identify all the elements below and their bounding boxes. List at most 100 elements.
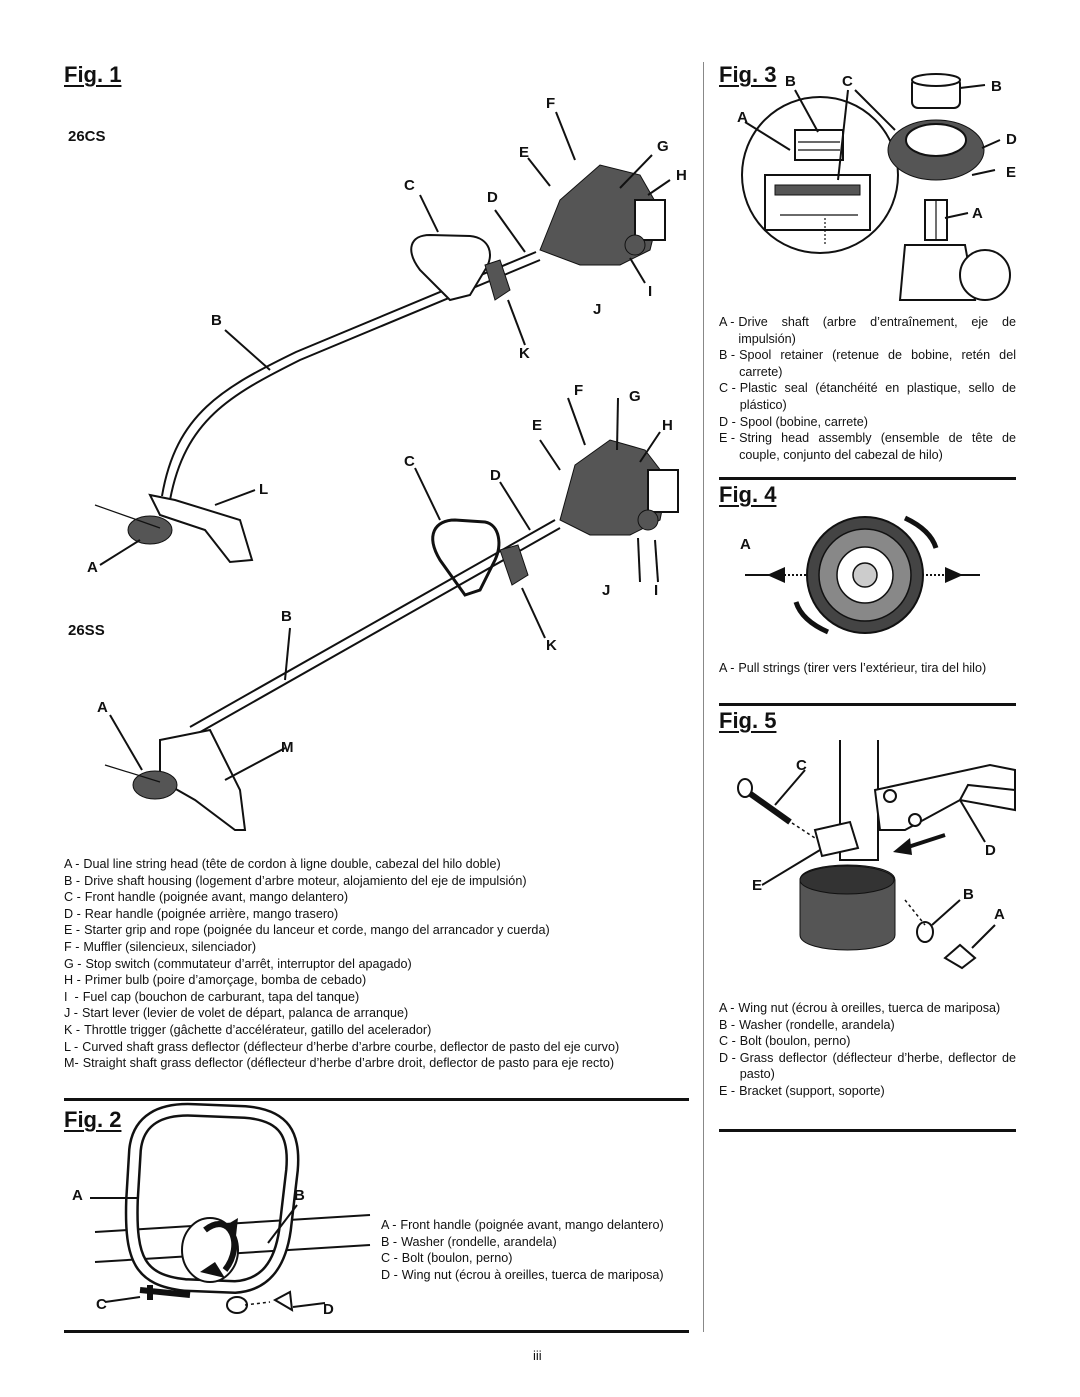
fig3-legend-key: C - [719, 381, 736, 396]
fig1-callout-top-e: E [519, 144, 530, 161]
fig1-callout-bottom-g: G [629, 388, 641, 405]
fig3-legend-row: B -Spool retainer (retenue de bobine, re… [719, 347, 1016, 380]
fig3-callout-a-right: A [972, 205, 983, 222]
fig5-washer [916, 921, 934, 943]
fig1-callout-bottom-e: E [532, 417, 543, 434]
fig5-legend-key: E - [719, 1083, 736, 1098]
fig5-legend-text: Washer (rondelle, arandela) [739, 1017, 895, 1032]
fig5-legend-row: D -Grass deflector (déflecteur d’herbe, … [719, 1050, 1016, 1083]
fig2-legend-text: Washer (rondelle, arandela) [401, 1234, 557, 1249]
fig1-legend-row: F -Muffler (silencieux, silenciador) [64, 939, 694, 956]
fig1-callout-top-f: F [546, 95, 556, 112]
fig1-legend-text: Straight shaft grass deflector (déflecte… [82, 1056, 615, 1071]
fig5-legend-text: Wing nut (écrou à oreilles, tuerca de ma… [738, 1001, 1001, 1015]
fig5-title: Fig. 5 [719, 708, 777, 733]
fig1-legend-text: Start lever (levier de volet de départ, … [82, 1006, 409, 1021]
fig3-legend-text: Spool retainer (retenue de bobine, retén… [739, 348, 1016, 379]
fig3-legend-text: Spool (bobine, carrete) [739, 414, 868, 429]
fig5-callout-a: A [994, 906, 1005, 923]
fig4-legend: A -Pull strings (tirer vers l’extérieur,… [719, 660, 1016, 677]
fig4-legend-row: A -Pull strings (tirer vers l’extérieur,… [719, 660, 1016, 677]
fig2-legend-key: C - [381, 1251, 398, 1266]
fig1-callout-top-i: I [648, 283, 653, 300]
fig1-callout-bottom-k: K [546, 637, 557, 654]
fig5-legend-key: B - [719, 1017, 736, 1032]
fig2-legend-text: Bolt (boulon, perno) [401, 1251, 513, 1266]
fig3-legend-row: D -Spool (bobine, carrete) [719, 414, 1016, 431]
fig2-legend-text: Front handle (poignée avant, mango delan… [400, 1218, 664, 1232]
fig3-callout-b-left: B [785, 73, 796, 90]
fig2-rotation-arrow [203, 1221, 238, 1272]
column-divider [703, 62, 704, 1332]
fig2-legend-text: Wing nut (écrou à oreilles, tuerca de ma… [401, 1267, 664, 1282]
fig1-callout-top-h: H [676, 167, 687, 184]
fig1-legend-row: D -Rear handle (poignée arrière, mango t… [64, 906, 694, 923]
fig3-legend-text: Plastic seal (étanchéité en plastique, s… [739, 381, 1016, 412]
fig3-legend-row: A -Drive shaft (arbre d’entraînement, ej… [719, 314, 1016, 347]
fig4-rotate-arrow-top [903, 515, 939, 549]
fig1-legend-key: L - [64, 1039, 79, 1054]
fig5-grass-deflector [873, 763, 1016, 831]
fig5-legend-row: C -Bolt (boulon, perno) [719, 1033, 1016, 1050]
fig5-legend-key: C - [719, 1034, 736, 1049]
fig1-legend-text: Throttle trigger (gâchette d’accélérateu… [84, 1022, 432, 1037]
fig1-callout-bottom-f: F [574, 382, 584, 399]
fig2-callout-c: C [96, 1296, 107, 1313]
fig2-divider [64, 1330, 689, 1333]
fig5-legend-row: E -Bracket (support, soporte) [719, 1083, 1016, 1100]
fig2-bolt [139, 1285, 191, 1300]
fig2-title: Fig. 2 [64, 1107, 122, 1132]
fig1-model-bottom: 26SS [68, 622, 105, 639]
fig2-legend-row: A -Front handle (poignée avant, mango de… [381, 1217, 688, 1234]
fig5-callout-c: C [796, 757, 807, 774]
front-handle-bottom [431, 518, 501, 597]
fig1-callout-top-j: J [593, 301, 602, 318]
fig1-legend-row: K -Throttle trigger (gâchette d’accéléra… [64, 1022, 694, 1039]
fig1-callout-top-l: L [259, 481, 269, 498]
fig1-legend-text: Rear handle (poignée arrière, mango tras… [84, 906, 339, 921]
fig1-callout-bottom-m: M [281, 739, 294, 756]
fig1-legend-text: Dual line string head (tête de cordon à … [83, 857, 501, 871]
fig5-direction-arrow [904, 833, 946, 850]
fig1-callout-bottom-d: D [490, 467, 501, 484]
fig5-bracket [813, 820, 860, 858]
fig3-divider [719, 477, 1016, 480]
fig4-legend-key: A - [719, 661, 735, 675]
fig4-callout-a: A [740, 536, 751, 553]
fig3-legend: A -Drive shaft (arbre d’entraînement, ej… [719, 314, 1016, 463]
fig5-callout-e: E [752, 877, 763, 894]
fig1-legend-row: L -Curved shaft grass deflector (déflect… [64, 1039, 694, 1056]
fig1-legend-row: J -Start lever (levier de volet de dépar… [64, 1005, 694, 1022]
fig3-title: Fig. 3 [719, 62, 777, 87]
fig1-callout-bottom-b: B [281, 608, 292, 625]
fig1-model-top: 26CS [68, 128, 106, 145]
fig1-legend-row: E -Starter grip and rope (poignée du lan… [64, 922, 694, 939]
fig1-callout-top-a: A [87, 559, 98, 576]
fig5-legend-row: B -Washer (rondelle, arandela) [719, 1017, 1016, 1034]
fig2-callout-b: B [294, 1187, 305, 1204]
fig1-callout-top-g: G [657, 138, 669, 155]
string-head-top [127, 515, 173, 545]
fig2-legend-row: B -Washer (rondelle, arandela) [381, 1234, 688, 1251]
fig5-legend: A -Wing nut (écrou à oreilles, tuerca de… [719, 1000, 1016, 1100]
fig1-callout-bottom-j: J [602, 582, 611, 599]
fig1-callout-top-b: B [211, 312, 222, 329]
fig1-callout-top-d: D [487, 189, 498, 206]
fig1-legend-key: D - [64, 906, 81, 921]
fig1-legend-key: E - [64, 923, 81, 938]
fig3-callout-a-left: A [737, 109, 748, 126]
fig5-divider [719, 1129, 1016, 1132]
fig3-callout-c: C [842, 73, 853, 90]
fig1-callout-bottom-i: I [654, 582, 659, 599]
fig3-callout-d: D [1006, 131, 1017, 148]
fig2-legend-row: C -Bolt (boulon, perno) [381, 1250, 688, 1267]
fig1-legend-text: Front handle (poignée avant, mango delan… [84, 890, 349, 905]
fig5-bolt [743, 787, 792, 825]
fig1-legend-row: I -Fuel cap (bouchon de carburant, tapa … [64, 989, 694, 1006]
fig1-callout-bottom-a: A [97, 699, 108, 716]
fig1-legend: A -Dual line string head (tête de cordon… [64, 856, 694, 1072]
fig5-callout-d: D [985, 842, 996, 859]
fig1-legend-text: Muffler (silencieux, silenciador) [83, 939, 257, 954]
